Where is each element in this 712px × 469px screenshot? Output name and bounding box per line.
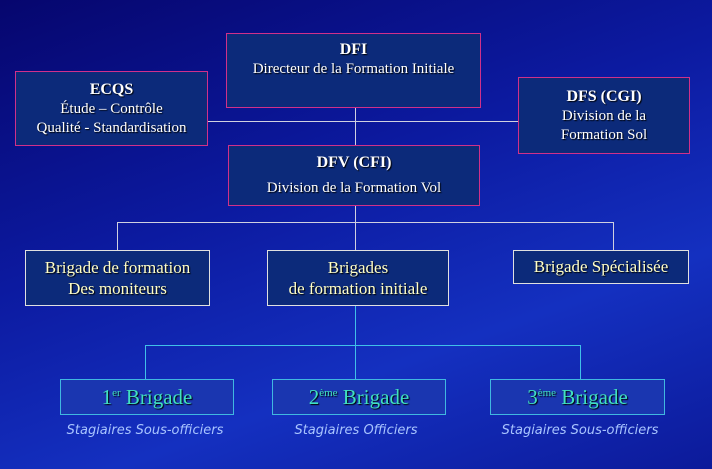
ecqs-title: ECQS: [89, 80, 134, 98]
box-line: de formation initiale: [288, 279, 428, 298]
brigade-3-box: 3ème Brigade: [490, 379, 665, 415]
dfs-box: DFS (CGI) Division de la Formation Sol: [518, 77, 690, 154]
dfv-subtitle: Division de la Formation Vol: [266, 180, 442, 197]
dfi-title: DFI: [339, 41, 368, 58]
ecqs-line1: Étude – Contrôle: [60, 100, 163, 117]
connector: [207, 121, 518, 122]
connector: [117, 222, 118, 250]
brigade-1-box: 1er Brigade: [60, 379, 234, 415]
brigades-formation-initiale-box: Brigades de formation initiale: [267, 250, 449, 306]
brigade-3-caption: Stagiaires Sous-officiers: [501, 423, 659, 438]
brigade-1-caption: Stagiaires Sous-officiers: [66, 423, 224, 438]
brigade-label: 3ème Brigade: [527, 384, 628, 409]
box-line: Brigade Spécialisée: [533, 257, 669, 277]
brigade-2-caption: Stagiaires Officiers: [294, 423, 418, 438]
brigade-2-box: 2ème Brigade: [272, 379, 446, 415]
dfv-box: DFV (CFI) Division de la Formation Vol: [228, 145, 480, 206]
brigade-specialisee-box: Brigade Spécialisée: [513, 250, 689, 284]
dfi-subtitle: Directeur de la Formation Initiale: [252, 61, 455, 77]
connector: [355, 205, 356, 250]
box-line: Des moniteurs: [68, 279, 167, 298]
dfs-line1: Division de la: [561, 107, 647, 124]
brigade-moniteurs-box: Brigade de formation Des moniteurs: [25, 250, 210, 306]
box-line: Brigade de formation: [44, 257, 191, 277]
connector: [145, 345, 581, 346]
connector: [613, 222, 614, 250]
dfs-line2: Formation Sol: [560, 126, 648, 143]
dfs-title: DFS (CGI): [566, 87, 642, 105]
connector: [355, 305, 356, 379]
connector: [355, 107, 356, 145]
brigade-label: 2ème Brigade: [308, 384, 410, 409]
dfv-title: DFV (CFI): [316, 154, 392, 172]
box-line: Brigades: [327, 257, 389, 277]
connector: [117, 222, 614, 223]
connector: [145, 345, 146, 379]
ecqs-line2: Qualité - Standardisation: [36, 119, 187, 136]
dfi-box: DFI Directeur de la Formation Initiale: [226, 33, 481, 108]
connector: [580, 345, 581, 379]
brigade-label: 1er Brigade: [101, 384, 193, 409]
ecqs-box: ECQS Étude – Contrôle Qualité - Standard…: [15, 71, 208, 146]
